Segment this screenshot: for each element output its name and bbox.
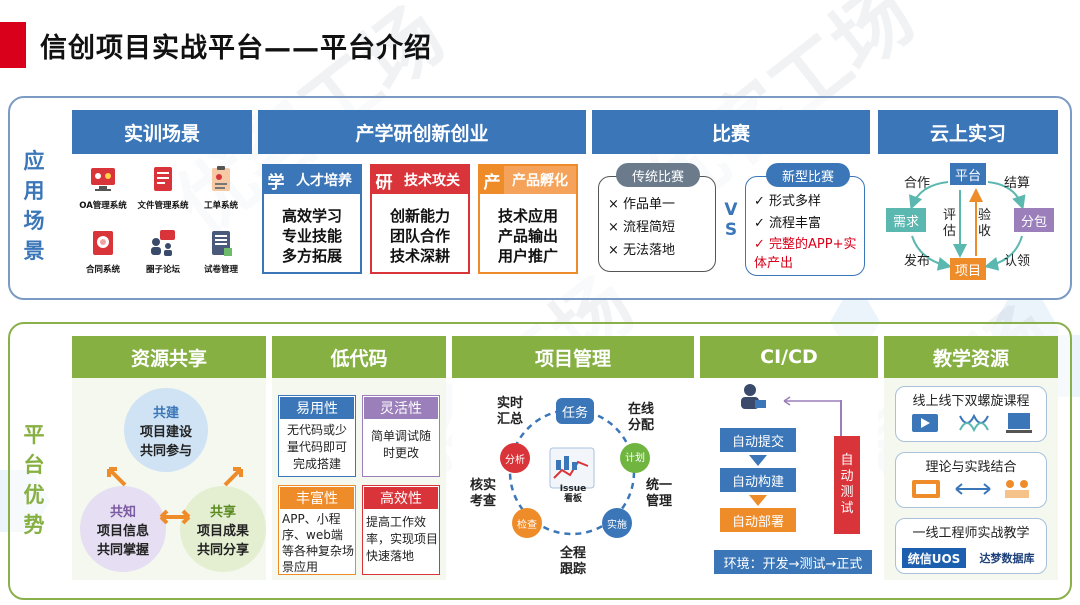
col-title: 技术攻关	[396, 166, 468, 194]
cloud-label-evaluate: 评估	[943, 208, 957, 239]
pm-outer-assign: 在线分配	[628, 402, 655, 433]
practice-icons	[912, 480, 1029, 498]
competition-header: 比赛	[592, 110, 870, 154]
training-header: 实训场景	[72, 110, 252, 154]
teaching-header: 教学资源	[884, 336, 1058, 378]
cicd-env: 环境：开发→测试→正式	[714, 550, 872, 574]
pm-outer-track: 全程跟踪	[560, 546, 587, 577]
app-oa[interactable]: OA管理系统	[70, 164, 136, 211]
page-title: 信创项目实战平台——平台介绍	[40, 32, 432, 64]
traditional-tag: 传统比赛	[616, 163, 700, 187]
uos-logo: 统信UOS	[902, 548, 966, 568]
clipboard-icon	[212, 166, 230, 191]
cicd-step-commit: 自动提交	[720, 428, 796, 452]
cloud-arrows	[909, 181, 1026, 271]
cloud-header: 云上实习	[878, 110, 1058, 154]
industry-col-research-text: 创新能力团队合作技术深耕	[389, 207, 450, 265]
pm-node-task: 任务	[556, 398, 594, 424]
cicd-auto-test: 自动测试	[834, 436, 860, 534]
feedback-line	[840, 400, 842, 436]
app-label: 试卷管理	[203, 265, 238, 275]
pm-outer-summary: 实时汇总	[497, 396, 524, 427]
cloud-label-cooperate: 合作	[904, 176, 931, 191]
industry-col-learn-text: 高效学习专业技能多方拓展	[281, 207, 342, 265]
teaching-item-label: 理论与实践结合	[925, 460, 1017, 475]
industry-col-product-header: 产 产品孵化	[480, 166, 576, 194]
feedback-arrow	[783, 396, 840, 406]
lowcode-card-title: 丰富性	[280, 487, 354, 509]
app-ticket[interactable]: 工单系统	[188, 164, 254, 211]
app-file[interactable]: 文件管理系统	[130, 164, 196, 211]
pm-outer-verify: 核实考查	[470, 478, 497, 509]
industry-col-research-header: 研 技术攻关	[372, 166, 468, 194]
lowcode-header: 低代码	[272, 336, 446, 378]
pm-node-plan: 计划	[620, 443, 650, 473]
lowcode-card-title: 易用性	[280, 397, 354, 419]
cloud-node-subcontract: 分包	[1014, 208, 1054, 232]
app-label: 合同系统	[85, 265, 120, 275]
traditional-list: × 作品单一 × 流程简短 × 无法落地	[608, 197, 676, 258]
exam-icon	[212, 231, 232, 256]
cloud-node-project: 项目	[950, 258, 986, 280]
app-label: 工单系统	[203, 201, 238, 211]
app-label: 圈子论坛	[145, 265, 180, 275]
resource-co-share: 共享 项目成果 共同分享	[180, 486, 266, 572]
app-exam[interactable]: 试卷管理	[188, 228, 254, 275]
col-char: 产	[480, 166, 504, 194]
teaching-item-label: 线上线下双螺旋课程	[912, 394, 1030, 409]
app-forum[interactable]: 圈子论坛	[130, 228, 196, 275]
app-section-label: 应用场景	[23, 149, 45, 263]
industry-col-learn-header: 学 人才培养	[264, 166, 360, 194]
title-accent-bar	[0, 22, 26, 68]
col-char: 研	[372, 166, 396, 194]
col-title: 产品孵化	[504, 166, 576, 194]
pm-outer-manage: 统一管理	[646, 478, 673, 509]
industry-header: 产学研创新创业	[258, 110, 586, 154]
modern-tag: 新型比赛	[766, 163, 850, 187]
resource-arrows	[107, 467, 243, 525]
file-icon	[154, 167, 172, 191]
cicd-step-build: 自动构建	[720, 468, 796, 492]
forum-icon	[151, 230, 175, 256]
app-label: 文件管理系统	[137, 201, 189, 211]
app-label: OA管理系统	[79, 201, 127, 211]
pm-node-check: 检查	[512, 508, 542, 538]
industry-col-product-text: 技术应用产品输出用户推广	[497, 207, 558, 265]
pm-center-label: Issue看板	[559, 484, 587, 504]
lowcode-card-title: 灵活性	[364, 397, 438, 419]
developer-icon	[741, 384, 766, 409]
teaching-item-label: 一线工程师实战教学	[912, 526, 1030, 541]
adv-section-label: 平台优势	[23, 423, 45, 537]
arrow-down-icon	[749, 495, 767, 506]
cloud-node-platform: 平台	[950, 163, 986, 185]
dameng-logo: 达梦数据库	[979, 552, 1035, 565]
lowcode-card-title: 高效性	[364, 487, 438, 509]
lowcode-card-text: 简单调试随时更改	[370, 429, 431, 460]
arrow-down-icon	[749, 455, 767, 466]
cloud-label-publish: 发布	[904, 254, 931, 269]
contract-icon	[93, 231, 113, 255]
pm-node-implement: 实施	[602, 508, 632, 538]
cloud-label-accept: 验收	[978, 208, 992, 239]
cloud-label-settle: 结算	[1004, 176, 1031, 191]
pm-header: 项目管理	[452, 336, 694, 378]
app-contract[interactable]: 合同系统	[70, 228, 136, 275]
lowcode-card-text: 无代码或少量代码即可完成搭建	[286, 423, 347, 471]
resource-co-build: 共建 项目建设 共同参与	[124, 388, 208, 472]
col-char: 学	[264, 166, 288, 194]
pm-node-analyze: 分析	[500, 443, 530, 473]
modern-list: ✓ 形式多样 ✓ 流程丰富 ✓ 完整的APP+实体产出	[754, 194, 857, 271]
lowcode-card-text: 提高工作效率，实现项目快速落地	[366, 515, 439, 563]
resource-co-know: 共知 项目信息 共同掌握	[80, 486, 166, 572]
resource-header: 资源共享	[72, 336, 266, 378]
cloud-label-claim: 认领	[1004, 254, 1031, 269]
lowcode-card-text: APP、小程序、web端等各种复杂场景应用	[282, 512, 355, 574]
cloud-node-demand: 需求	[886, 208, 926, 232]
cicd-header: CI/CD	[700, 336, 878, 378]
oa-icon	[91, 168, 115, 191]
cicd-step-deploy: 自动部署	[720, 508, 796, 532]
col-title: 人才培养	[288, 166, 360, 194]
course-icons	[912, 413, 1032, 433]
